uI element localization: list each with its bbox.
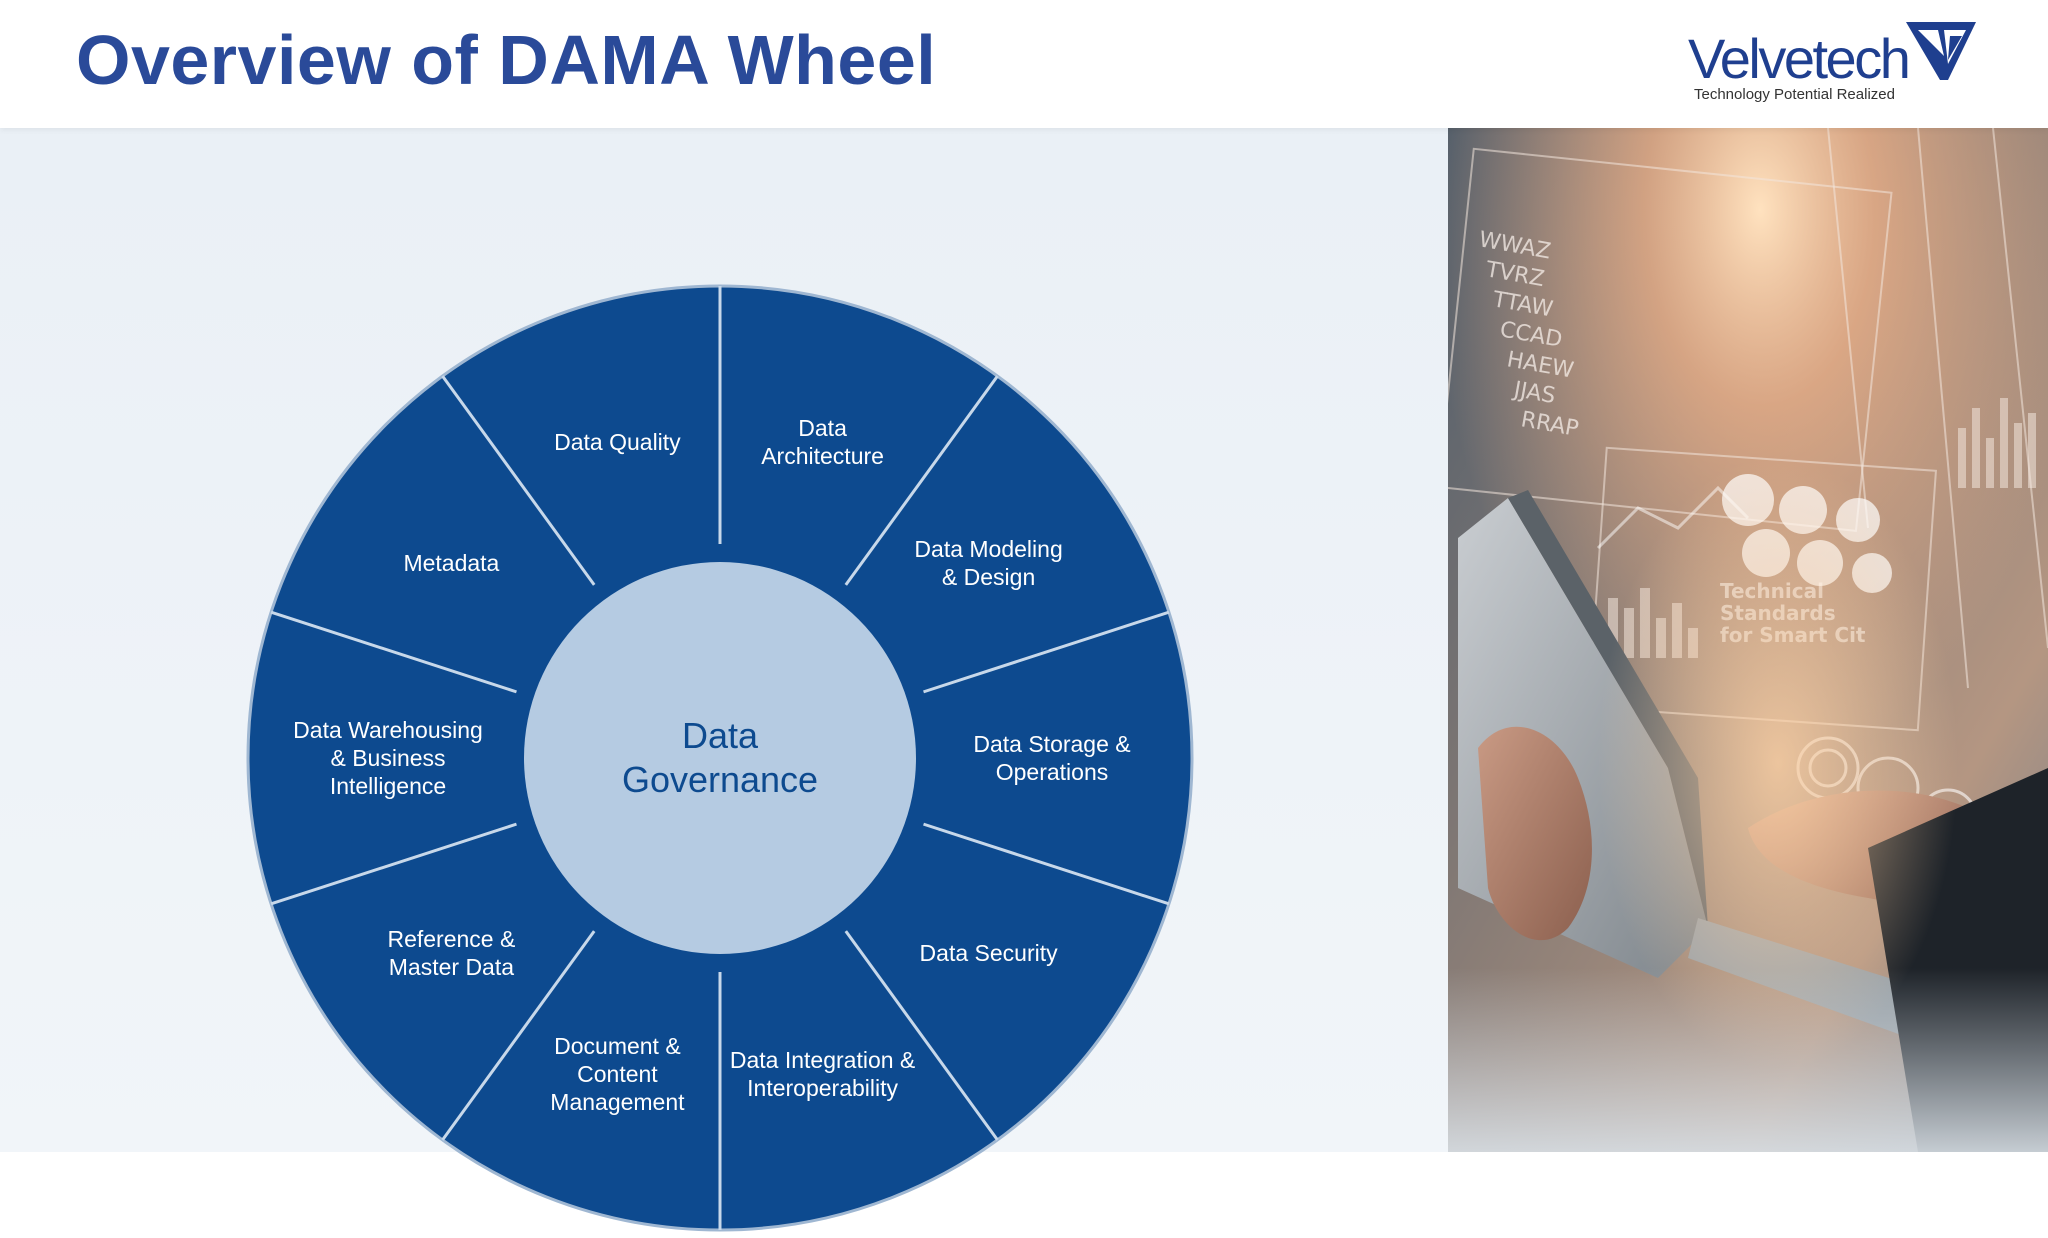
- wheel-divider: [441, 930, 596, 1141]
- segment-label-line: & Design: [942, 564, 1035, 590]
- wheel-segment-label: Data Quality: [554, 429, 681, 455]
- wheel-segment-label: Data Security: [920, 940, 1059, 966]
- segment-label-line: Data Quality: [554, 429, 681, 455]
- velvetech-logo: Velvetech Technology Potential Realized: [1682, 18, 1982, 108]
- wheel-divider: [441, 375, 596, 586]
- segment-label-line: Master Data: [389, 954, 514, 980]
- wheel-divider: [270, 822, 517, 906]
- segment-label-line: Data Storage &: [973, 731, 1130, 757]
- wheel-divider: [844, 375, 999, 586]
- wheel-divider: [844, 930, 999, 1141]
- segment-label-line: Data: [798, 415, 847, 441]
- segment-label-line: Data Warehousing: [293, 717, 483, 743]
- segment-label-line: Architecture: [761, 443, 884, 469]
- wheel-divider: [923, 822, 1170, 906]
- logo-tagline: Technology Potential Realized: [1694, 86, 1895, 103]
- segment-label-line: Management: [550, 1089, 685, 1115]
- center-label-line: Data: [682, 715, 759, 756]
- segment-label-line: Operations: [996, 759, 1109, 785]
- center-label-line: Governance: [622, 759, 818, 800]
- segment-label-line: Metadata: [403, 550, 499, 576]
- wheel-segment-label: Reference &Master Data: [387, 926, 515, 980]
- wheel-segment-label: Data Integration &Interoperability: [730, 1047, 915, 1101]
- wheel-center-circle: [524, 562, 916, 954]
- wheel-divider: [923, 610, 1170, 694]
- segment-label-line: Interoperability: [747, 1075, 898, 1101]
- wheel-divider: [270, 610, 517, 694]
- segment-label-line: Data Integration &: [730, 1047, 915, 1073]
- wheel-segment-label: Data Modeling& Design: [914, 536, 1062, 590]
- wheel-segment-label: Metadata: [403, 550, 499, 576]
- segment-label-line: Content: [577, 1061, 658, 1087]
- logo-v-icon: [1906, 22, 1976, 80]
- segment-label-line: Intelligence: [330, 773, 446, 799]
- slide-header: Overview of DAMA Wheel Velvetech Technol…: [0, 0, 2048, 128]
- logo-wordmark: Velvetech: [1688, 27, 1911, 90]
- segment-label-line: Reference &: [387, 926, 515, 952]
- page-title: Overview of DAMA Wheel: [76, 21, 937, 99]
- wheel-segment-label: Data Storage &Operations: [973, 731, 1130, 785]
- segment-label-line: Data Modeling: [914, 536, 1062, 562]
- laptop-dashboard-image: WWAZTVRZTTAWCCADHAEWJJASRRAP TechnicalSt…: [1448, 128, 2048, 1152]
- segment-label-line: Document &: [554, 1033, 681, 1059]
- segment-label-line: & Business: [330, 745, 445, 771]
- laptop-photo: WWAZTVRZTTAWCCADHAEWJJASRRAP TechnicalSt…: [1448, 128, 2048, 1152]
- segment-label-line: Data Security: [920, 940, 1059, 966]
